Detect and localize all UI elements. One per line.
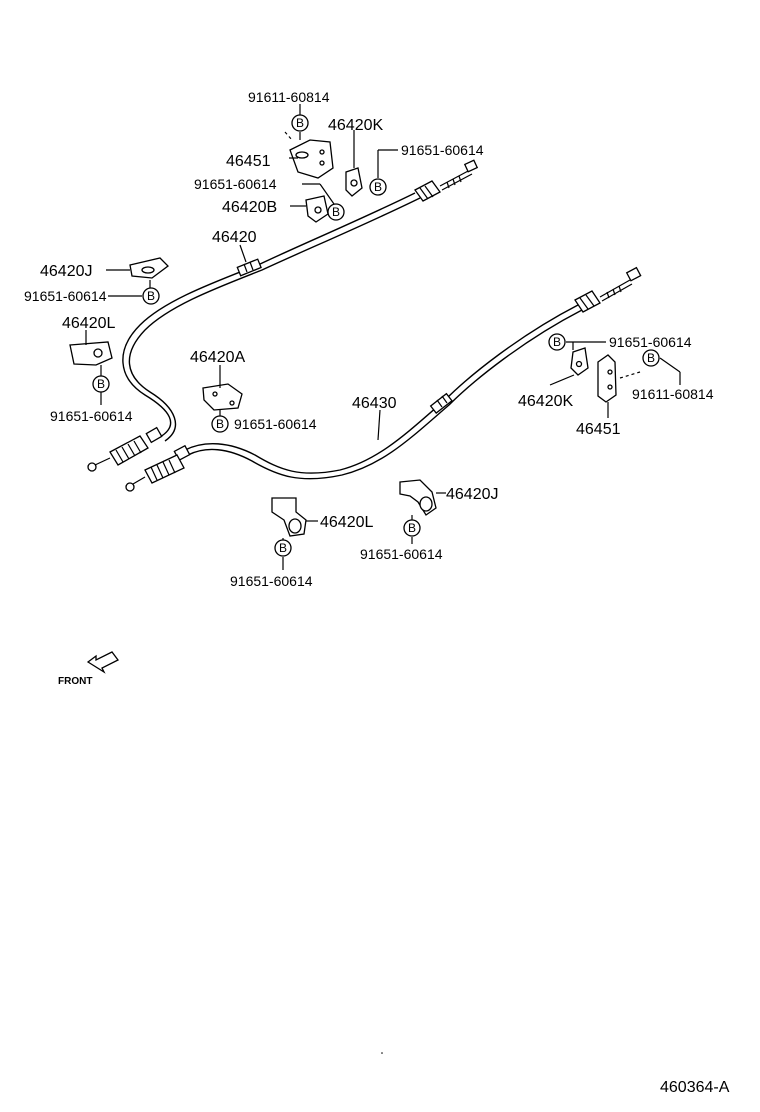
label-91651-60614-left: 91651-60614 [24, 288, 107, 304]
label-91611-60814-top: 91611-60814 [248, 89, 330, 105]
label-46420K-right: 46420K [518, 393, 573, 410]
clamp-46420L-bottom [271, 497, 307, 537]
label-46420J-bottom: 46420J [446, 486, 499, 503]
leader-lines [85, 104, 681, 570]
bolt-b-icon-7: B [548, 333, 566, 351]
label-91651-60614-topmid: 91651-60614 [194, 176, 277, 192]
svg-text:B: B [374, 180, 382, 194]
clamp-46420J-left [129, 257, 169, 279]
label-46420L-left: 46420L [62, 315, 115, 332]
svg-text:B: B [332, 205, 340, 219]
svg-text:B: B [97, 377, 105, 391]
cable-46430-front-end [574, 266, 642, 313]
label-91651-60614-A: 91651-60614 [234, 416, 317, 432]
svg-text:B: B [216, 417, 224, 431]
label-46451-right: 46451 [576, 421, 621, 438]
clamp-46420K-top [345, 130, 363, 197]
bolt-b-icon-4: B [142, 287, 160, 305]
bracket-46451-top [284, 131, 334, 179]
bracket-46420A [202, 383, 243, 411]
label-46451-top: 46451 [226, 153, 271, 170]
clamp-46420K-right [570, 347, 589, 376]
bolt-b-icon-6: B [211, 415, 229, 433]
label-91651-60614-right: 91651-60614 [609, 334, 692, 350]
label-91651-60614-topright: 91651-60614 [401, 142, 484, 158]
front-arrow-icon [86, 651, 119, 674]
cable-46430-rear-end [125, 444, 191, 492]
bolt-b-icon-8: B [642, 349, 660, 367]
cable-46420-rear-end [87, 426, 163, 472]
label-91611-60814-right: 91611-60814 [632, 386, 714, 402]
clamp-46420L-left [69, 341, 113, 366]
label-46420L-bottom: 46420L [320, 514, 373, 531]
label-46420K-top: 46420K [328, 117, 383, 134]
svg-text:B: B [553, 335, 561, 349]
bolt-b-icon-3: B [327, 203, 345, 221]
svg-text:B: B [647, 351, 655, 365]
svg-text:B: B [408, 521, 416, 535]
clamp-46420J-bottom [399, 479, 437, 516]
bolt-b-icon-10: B [274, 539, 292, 557]
svg-text:B: B [296, 116, 304, 130]
label-46430: 46430 [352, 395, 397, 412]
bracket-46451-right [597, 354, 641, 403]
label-91651-60614-leftlow: 91651-60614 [50, 408, 133, 424]
label-46420A: 46420A [190, 349, 245, 366]
bolt-b-icon-9: B [403, 519, 421, 537]
bolt-b-icon-1: B [291, 114, 309, 132]
svg-text:B: B [279, 541, 287, 555]
cable-46420-front-end [414, 159, 479, 202]
label-91651-60614-bottom-right: 91651-60614 [360, 546, 443, 562]
cable-46430 [125, 266, 642, 492]
front-label: FRONT [58, 676, 92, 687]
dot-mark [381, 1052, 383, 1054]
bolt-b-icon-2: B [369, 178, 387, 196]
bolt-b-icon-5: B [92, 375, 110, 393]
cable-46420 [87, 159, 479, 472]
label-46420: 46420 [212, 229, 257, 246]
diagram-reference-code: 460364-A [660, 1079, 730, 1096]
label-46420J-left: 46420J [40, 263, 93, 280]
clamp-46420B [305, 195, 329, 223]
svg-text:B: B [147, 289, 155, 303]
label-91651-60614-bottom-left: 91651-60614 [230, 573, 313, 589]
label-46420B: 46420B [222, 199, 277, 216]
